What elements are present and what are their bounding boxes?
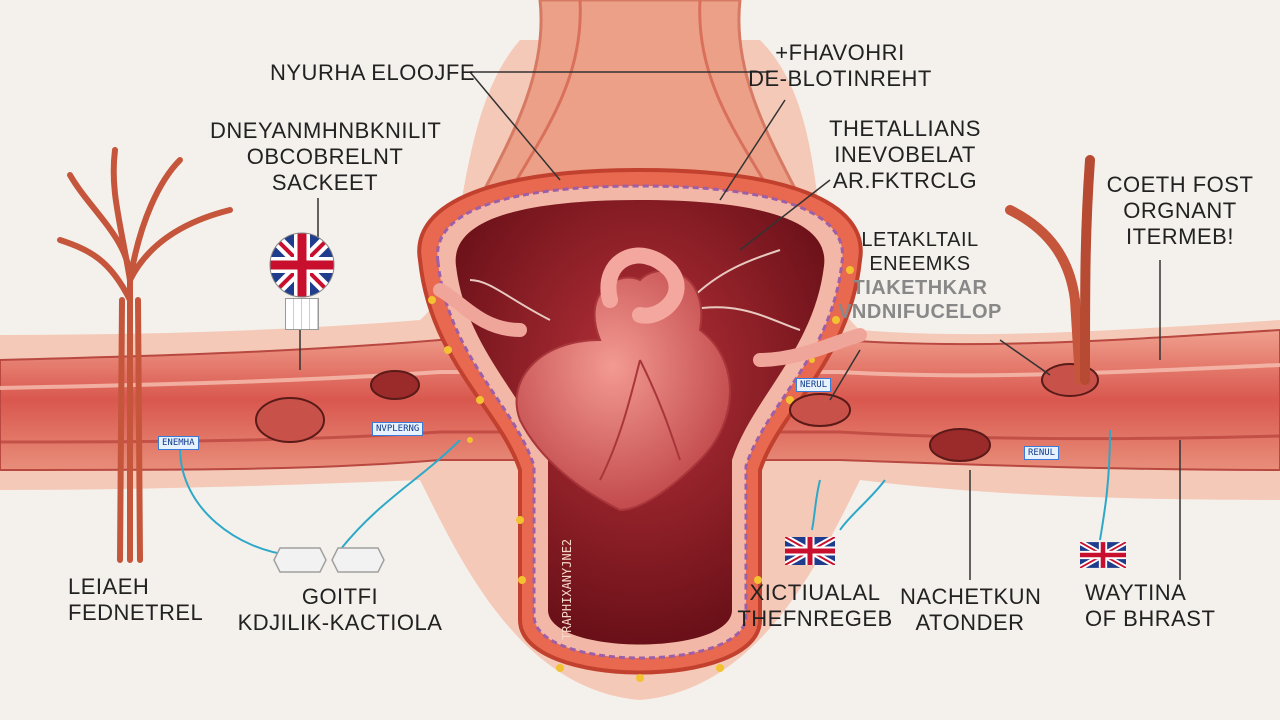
cavity-vertical-text: TRAPHIXANYJNE2 (560, 538, 574, 640)
label-top-left: NYURHA ELOOJFE (270, 60, 476, 85)
label-right-upper: COETH FOST ORGNANT ITERMEB! (1106, 172, 1254, 249)
uk-flag-icon (785, 537, 835, 565)
label-bottom-1: LEIAEH FEDNETREL (68, 574, 204, 625)
label-bottom-2: GOITFI KDJILIK-KACTIOLA (237, 584, 443, 635)
vessel-lesions (255, 363, 1099, 462)
heart (515, 247, 731, 512)
uk-flag-icon (269, 232, 335, 298)
label-top-right: +FHAVOHRI DE-BLOTINREHT (748, 40, 932, 91)
label-bottom-5: WAYTINA OF BHRAST (1085, 580, 1216, 631)
uk-flag-icon (1080, 542, 1126, 568)
connector-block (285, 298, 319, 330)
vessel-tag: RENUL (1024, 446, 1060, 460)
left-fibers (57, 147, 233, 563)
right-branch (1005, 155, 1095, 385)
label-left-upper: DNEYANMHNBKNILIT OBCOBRELNT SACKEET (210, 118, 442, 195)
blue-wires (179, 429, 1111, 556)
electrodes (273, 547, 385, 573)
vessel-tag: ENEMHA (158, 436, 199, 450)
fat-deposits (428, 266, 854, 682)
vessel-tag: NVPLERNG (372, 422, 424, 436)
label-center-right: THETALLIANS INEVOBELAT AR.FKTRCLG (829, 116, 981, 193)
vessel-tag: NERUL (796, 378, 832, 392)
label-bottom-3: XICTIUALAL THEFNREGEB (737, 580, 893, 631)
leader-lines (299, 71, 1181, 580)
label-mid-right: LETAKLTAIL ENEEMKS TIAKETHKAR VNDNIFUCEL… (838, 229, 1002, 323)
label-bottom-4: NACHETKUN ATONDER (900, 584, 1042, 635)
